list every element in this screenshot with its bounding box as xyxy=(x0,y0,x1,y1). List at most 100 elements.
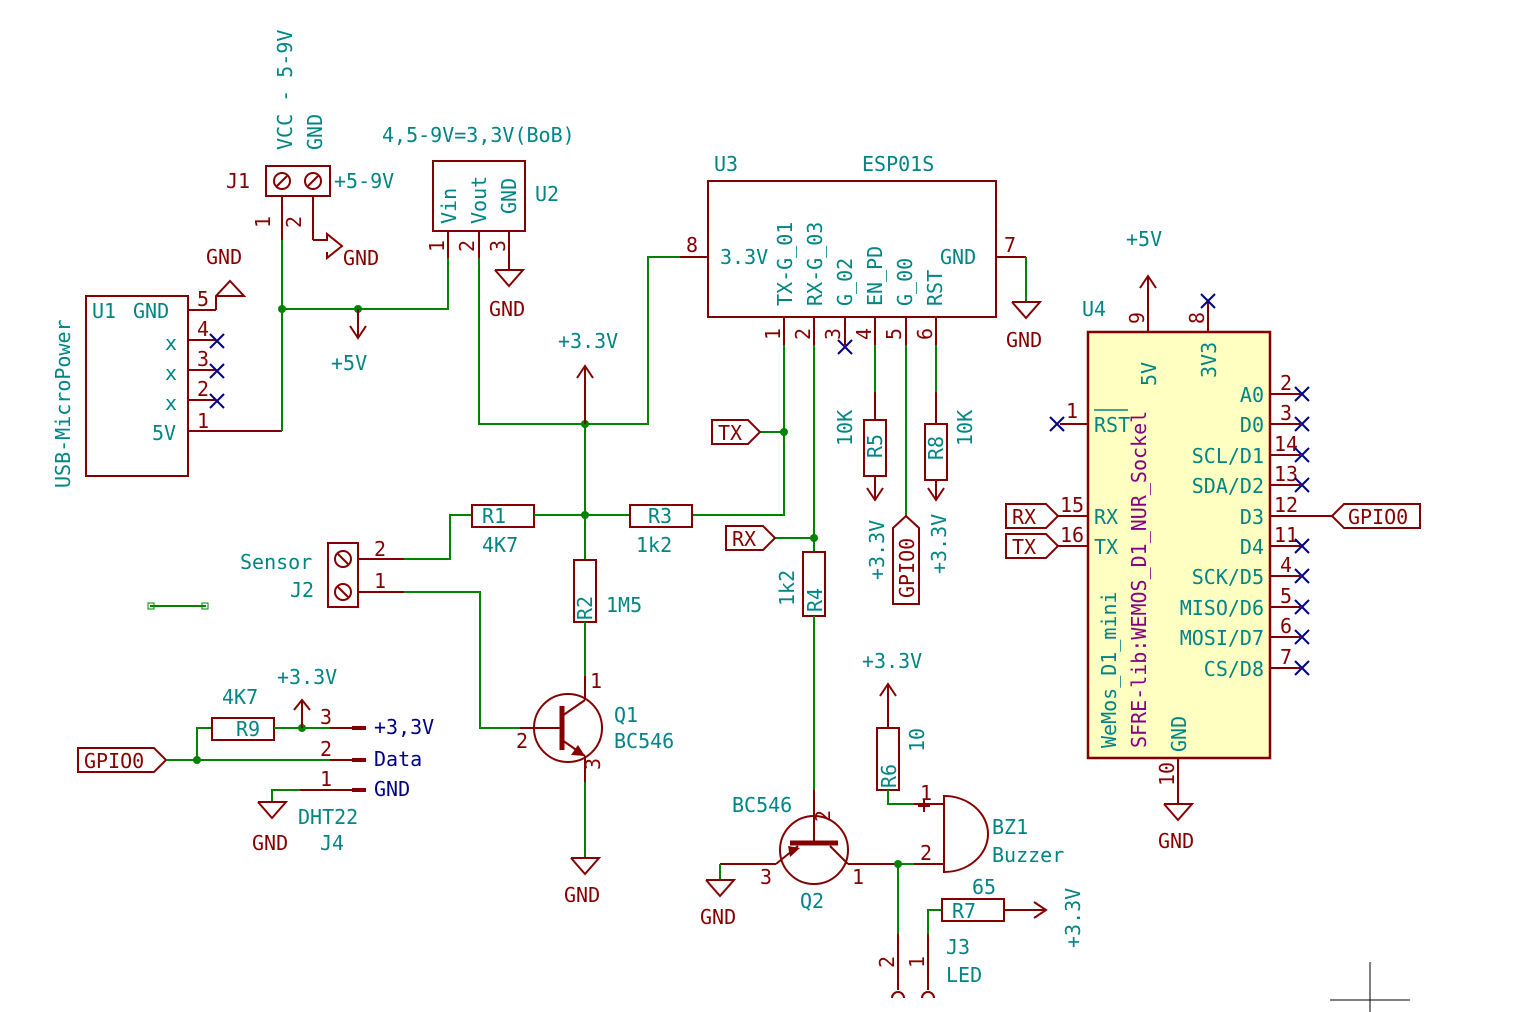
connector-j4: GPIO0 R9 4K7 +3.3V 3 2 1 +3,3V Data GND … xyxy=(77,665,434,855)
wire-tx xyxy=(692,345,785,516)
r5-value: 10K xyxy=(833,410,857,446)
r9-value: 4K7 xyxy=(222,685,258,709)
connector-j3: 2 1 J3 LED xyxy=(875,934,982,999)
module-u1: U1 GND x x x 5V USB-MicroPower 5 4 3 2 1… xyxy=(51,245,282,488)
resistor-r8: R8 10K +3.3V xyxy=(924,345,977,574)
r6-ref: R6 xyxy=(877,764,901,788)
u3-pin-33v: 3.3V xyxy=(720,245,768,269)
j1-net-label: +5-9V xyxy=(334,169,394,193)
rx-text-1: RX xyxy=(732,527,756,551)
r2-ref: R2 xyxy=(573,596,597,620)
j4-pinnum3: 3 xyxy=(320,705,332,729)
u4-body xyxy=(1086,330,1272,760)
gpio0-text-1: GPIO0 xyxy=(895,538,919,598)
r7-ref: R7 xyxy=(952,899,976,923)
u2-pinnum3: 3 xyxy=(486,240,510,252)
net-label-rx-1: RX xyxy=(725,525,777,551)
r3-value: 1k2 xyxy=(636,533,672,557)
tx-text-1: TX xyxy=(718,421,742,445)
u4-pinnum16: 16 xyxy=(1060,523,1084,547)
u1-pin-x3: x xyxy=(165,391,177,415)
r7-value: 65 xyxy=(972,875,996,899)
u4-pinnum13: 13 xyxy=(1274,462,1298,486)
j1-pinnum2: 2 xyxy=(282,216,306,228)
u2-pin-gnd: GND xyxy=(497,178,521,214)
plus33v-symbol-1: +3.3V xyxy=(558,329,618,424)
u4-pin-tx: TX xyxy=(1094,535,1118,559)
u4-footprint: SFRE-lib:WEMOS_D1_NUR_Sockel xyxy=(1127,411,1151,748)
q1-pinnum2: 2 xyxy=(516,729,528,753)
j2-pinnum1: 1 xyxy=(374,569,386,593)
u1-pinnum5: 5 xyxy=(197,287,209,311)
j3-pinnum2: 2 xyxy=(875,956,899,968)
u2-pinnum2: 2 xyxy=(455,240,479,252)
bz1-pinnum1: 1 xyxy=(920,781,932,805)
gpio0-text-2: GPIO0 xyxy=(84,749,144,773)
u4-pin-5v: 5V xyxy=(1137,362,1161,386)
u2-pin-vout: Vout xyxy=(467,176,491,224)
u4-pinnum1: 1 xyxy=(1066,399,1078,423)
r2-value: 1M5 xyxy=(606,593,642,617)
j4-ref: J4 xyxy=(320,831,344,855)
buzzer-bz1: 1 2 BZ1 Buzzer xyxy=(914,781,1064,874)
u3-value: ESP01S xyxy=(862,152,934,176)
j1-pin2-name: GND xyxy=(303,114,327,150)
u4-value: WeMos_D1_mini xyxy=(1097,591,1121,748)
r4-ref: R4 xyxy=(803,588,827,612)
net-label-gpio0-2: GPIO0 xyxy=(77,747,168,773)
net-label-tx-1: TX xyxy=(711,419,762,445)
u4-pin-d3: D3 xyxy=(1240,505,1264,529)
u1-gnd-label: GND xyxy=(206,245,242,269)
q1-ref: Q1 xyxy=(614,703,638,727)
u3-pinnum2: 2 xyxy=(791,328,815,340)
u3-gnd-text: GND xyxy=(1006,328,1042,352)
u4-pin-d8: CS/D8 xyxy=(1204,657,1264,681)
q2-gnd-text: GND xyxy=(700,905,736,929)
u4-pinnum15: 15 xyxy=(1060,493,1084,517)
j1-ref: J1 xyxy=(226,169,250,193)
net-label-tx-2: TX xyxy=(1005,533,1060,559)
net-label-gpio0-3: GPIO0 xyxy=(1330,503,1421,529)
j2-pinnum2: 2 xyxy=(374,537,386,561)
bz1-ref: BZ1 xyxy=(992,815,1028,839)
j4-gnd-text: GND xyxy=(252,831,288,855)
resistor-r6: +3.3V R6 10 xyxy=(862,649,929,805)
r1-value: 4K7 xyxy=(482,533,518,557)
resistor-r4: R4 1k2 xyxy=(775,551,827,790)
r5-33v-text: +3.3V xyxy=(865,520,889,580)
u4-pin-d7: MOSI/D7 xyxy=(1180,626,1264,650)
u1-pin-x2: x xyxy=(165,361,177,385)
u4-pinnum3: 3 xyxy=(1280,401,1292,425)
u4-pin-d0: D0 xyxy=(1240,413,1264,437)
u4-pin-d2: SDA/D2 xyxy=(1192,474,1264,498)
gpio0-text-3: GPIO0 xyxy=(1348,505,1408,529)
u4-pin-d1: SCL/D1 xyxy=(1192,444,1264,468)
u3-pin-rst: RST xyxy=(923,270,947,306)
q1-pinnum1: 1 xyxy=(590,669,602,693)
u4-pin-rst: RST xyxy=(1094,413,1130,437)
u4-pinnum10: 10 xyxy=(1155,762,1179,786)
q2-value: BC546 xyxy=(732,793,792,817)
wire-33v-rail xyxy=(478,256,708,425)
q2-pinnum3: 3 xyxy=(760,865,772,889)
resistor-r2: R2 1M5 xyxy=(573,559,642,676)
u4-pinnum7: 7 xyxy=(1280,645,1292,669)
j4-33v-text: +3.3V xyxy=(277,665,337,689)
connector-j2: Sensor J2 2 1 xyxy=(240,537,404,608)
u2-pinnum1: 1 xyxy=(425,240,449,252)
u3-pinnum4: 4 xyxy=(852,328,876,340)
plus5v-symbol-1: +5V xyxy=(331,309,367,375)
u1-pinnum4: 4 xyxy=(197,317,209,341)
u1-pin-gnd: GND xyxy=(133,299,169,323)
u4-nc-markers xyxy=(1294,386,1310,676)
u1-body xyxy=(85,295,189,477)
transistor-q2: BC546 2 3 1 Q2 GND xyxy=(700,790,898,929)
j1-pin1-name: VCC - 5-9V xyxy=(273,30,297,150)
u1-nc-markers xyxy=(209,333,225,409)
u2-note: 4,5-9V=3,3V(BoB) xyxy=(382,123,575,147)
u3-pinnum5: 5 xyxy=(882,328,906,340)
u3-pin-tx: TX-G_01 xyxy=(773,222,797,306)
j1-pinnum1: 1 xyxy=(251,216,275,228)
u1-pinnum2: 2 xyxy=(197,377,209,401)
u3-pin-g02: G_02 xyxy=(833,258,857,306)
